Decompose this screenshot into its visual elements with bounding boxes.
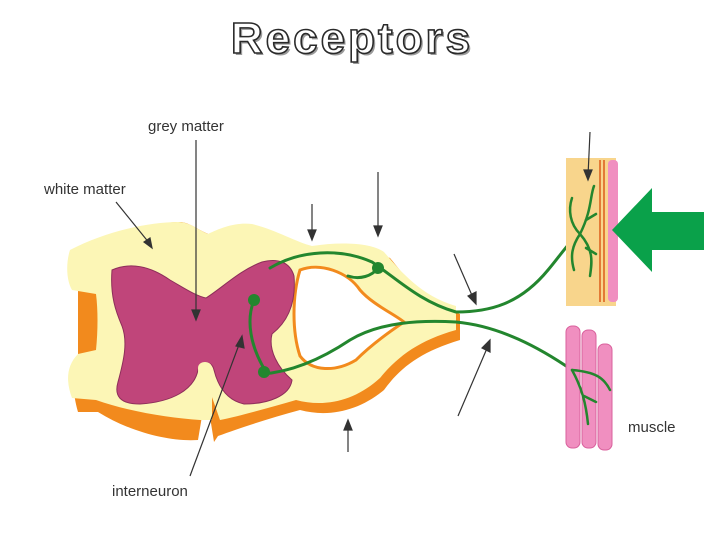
nerve-pathways <box>248 232 582 376</box>
white-matter-label: white matter <box>43 181 126 198</box>
grey-matter-region <box>111 260 295 405</box>
skin-tissue <box>566 158 616 306</box>
muscle-fibers <box>565 325 613 451</box>
central-canal <box>198 362 212 420</box>
muscle-fiber <box>597 343 613 451</box>
receptor-endings <box>568 184 598 278</box>
sensory-neuron-path <box>268 232 582 314</box>
grey-matter-label: grey matter <box>148 118 224 135</box>
root-loop-gap <box>292 265 407 371</box>
interneuron-label: interneuron <box>112 483 188 500</box>
pointer-arrows <box>307 131 593 452</box>
muscle-label: muscle <box>628 419 676 436</box>
slide-title: Receptors <box>230 13 474 64</box>
sensory-cell-body <box>372 262 384 274</box>
muscle-fiber <box>565 325 581 449</box>
white-matter-leader <box>115 201 151 245</box>
motor-neuron-path <box>260 319 574 376</box>
motor-endings <box>570 368 612 426</box>
green-left-arrow-icon <box>612 188 704 272</box>
motor-cell-body <box>258 366 270 378</box>
interneuron-leader <box>189 341 241 477</box>
label-leaders <box>115 140 245 477</box>
interneuron-cell-body <box>248 294 260 306</box>
muscle-fiber <box>581 329 597 449</box>
interneuron-path <box>248 298 268 374</box>
